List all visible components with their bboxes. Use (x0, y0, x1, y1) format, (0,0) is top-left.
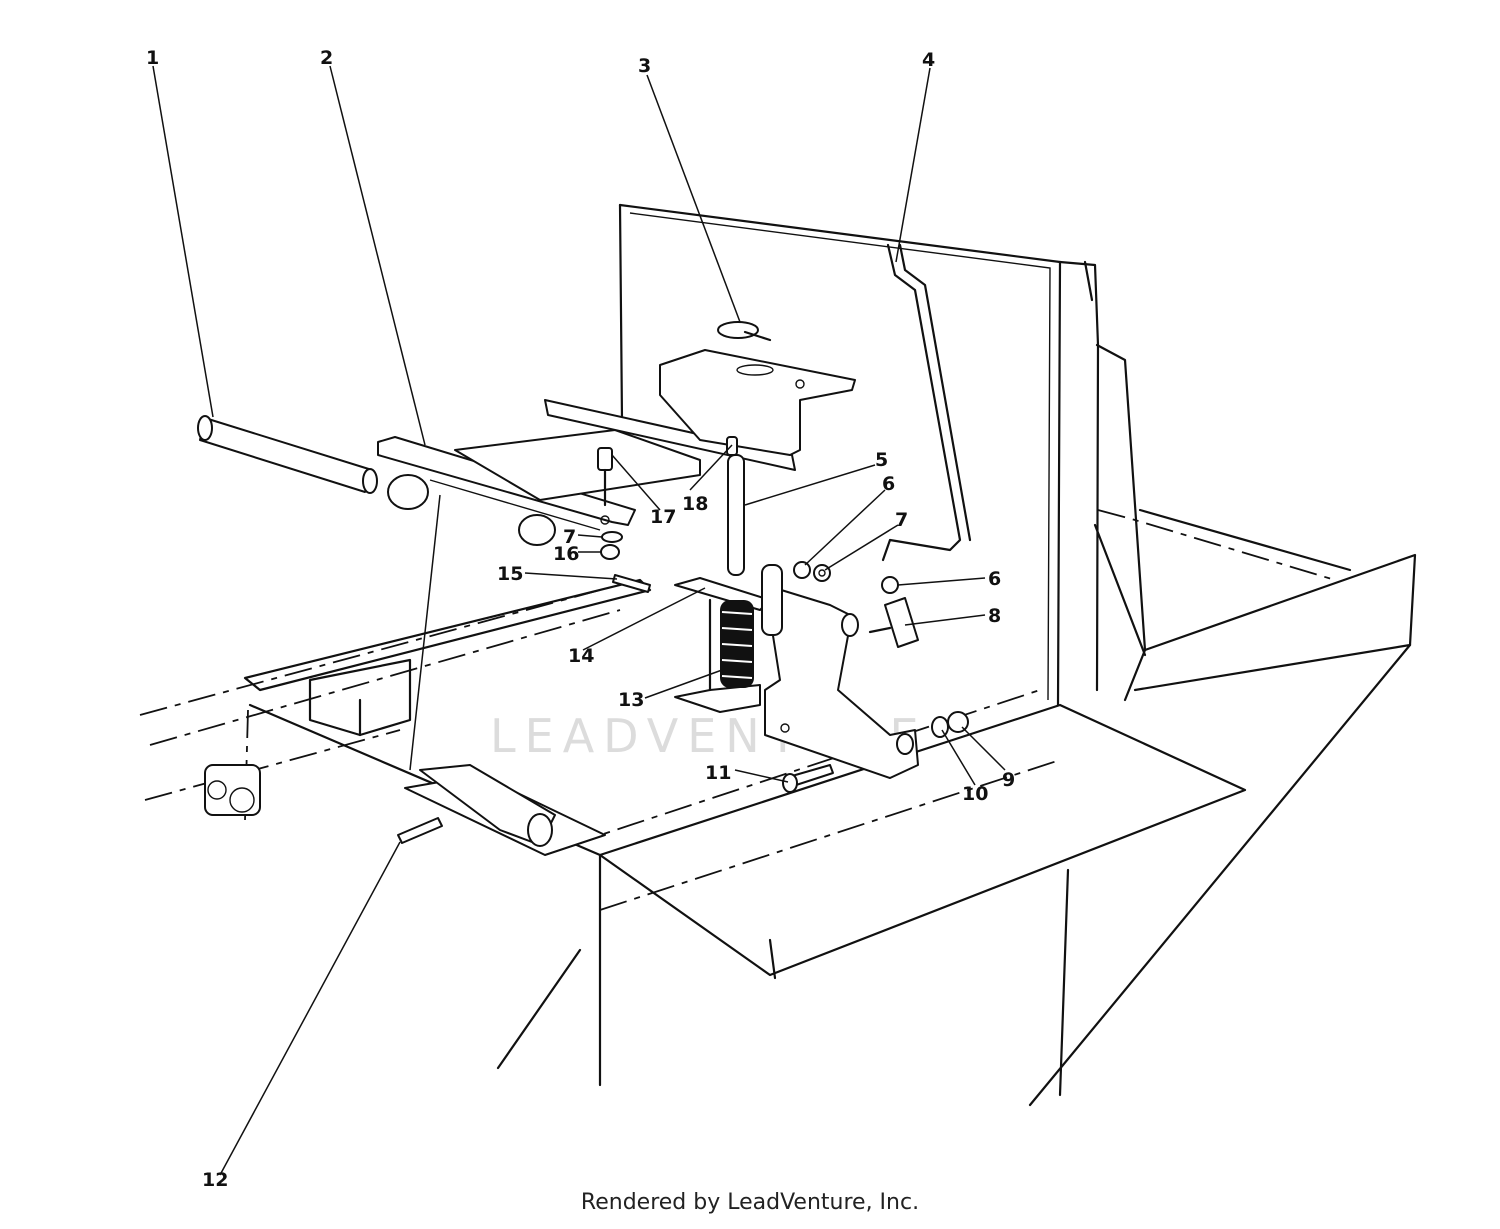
callout-13: 13 (618, 689, 644, 711)
callout-14: 14 (568, 645, 594, 667)
callout-1: 1 (146, 47, 159, 69)
callout-8: 8 (988, 605, 1001, 627)
nut-16 (600, 544, 620, 560)
callout-17: 17 (650, 506, 676, 528)
callout-15: 15 (497, 563, 523, 585)
callout-7-right: 7 (895, 509, 908, 531)
leader-lines (152, 65, 1006, 1176)
callout-2: 2 (320, 47, 333, 69)
callout-labels: 1 2 3 4 5 6 7 6 8 9 10 11 12 13 14 15 16… (146, 47, 1015, 1191)
callout-12: 12 (202, 1169, 228, 1191)
callout-18: 18 (682, 493, 708, 515)
bolt-11 (782, 764, 834, 793)
washer-7-left (601, 531, 623, 543)
callout-5: 5 (875, 449, 888, 471)
nut-6-upper (793, 561, 811, 579)
bolt-17 (597, 447, 613, 525)
right-housing (1028, 343, 1417, 1107)
mounting-bracket (454, 349, 856, 501)
callout-6-upper: 6 (882, 473, 895, 495)
washer-10 (931, 716, 949, 738)
rod-4 (881, 243, 972, 562)
pin-5 (727, 454, 745, 576)
lever-bracket (761, 564, 919, 779)
callout-9: 9 (1002, 769, 1015, 791)
nut-6-lower (881, 576, 899, 594)
pin-15 (612, 574, 651, 593)
clip-3 (717, 321, 772, 342)
roll-pin-12 (397, 817, 443, 844)
hinge-plate (404, 764, 606, 856)
ferrule-8 (868, 597, 919, 648)
callout-4: 4 (922, 49, 935, 71)
callout-6-lower: 6 (988, 568, 1001, 590)
spring-13 (720, 600, 754, 688)
back-panel (618, 203, 1100, 707)
callout-16: 16 (553, 543, 579, 565)
callout-11: 11 (705, 762, 731, 784)
washer-7-right (813, 564, 831, 582)
clevis-bracket (204, 764, 261, 816)
shaft-1 (197, 415, 378, 494)
callout-10: 10 (962, 783, 988, 805)
callout-7-left: 7 (563, 526, 576, 548)
callout-3: 3 (638, 55, 651, 77)
footer-caption: Rendered by LeadVenture, Inc. (580, 1190, 920, 1215)
